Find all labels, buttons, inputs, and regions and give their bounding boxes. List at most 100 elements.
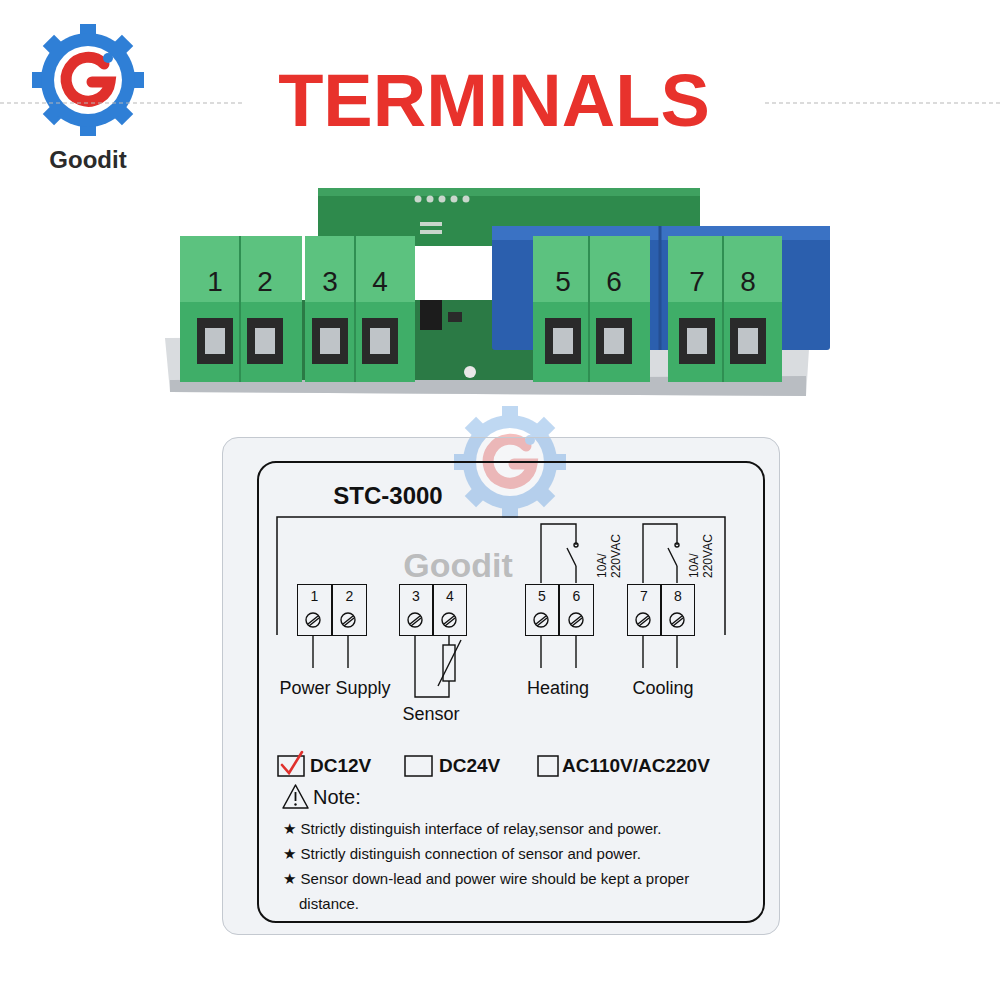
- relay-contact: [668, 548, 677, 566]
- terminal-block: [180, 236, 302, 382]
- pcb-photo: [451, 196, 458, 203]
- logo-wordmark: Goodit: [49, 146, 126, 174]
- terminal-cell: 4: [433, 584, 467, 636]
- terminal-number: 6: [573, 588, 581, 604]
- terminal-screw: [572, 618, 582, 626]
- pcb-photo: [659, 226, 662, 350]
- terminal-block: [722, 236, 724, 382]
- pcb-photo: [318, 188, 700, 196]
- pcb-photo: [464, 366, 476, 378]
- terminal-cell: 1: [297, 584, 332, 636]
- screw-head: [205, 328, 758, 354]
- checkbox: [278, 756, 558, 776]
- terminal-screw: [639, 618, 649, 626]
- terminal-cell: 2: [332, 584, 367, 636]
- screw-head: [553, 328, 573, 354]
- terminal-block: [239, 236, 241, 382]
- terminal-block: [533, 236, 650, 302]
- wire: [575, 635, 576, 668]
- terminal-block: [668, 236, 782, 382]
- wire: [312, 635, 313, 668]
- model-name: STC-3000: [333, 482, 442, 510]
- relay-contact: [567, 548, 576, 566]
- voltage-option: DC12V: [310, 755, 371, 777]
- screw-hole: [679, 318, 715, 364]
- terminal-screw: [673, 618, 683, 626]
- terminal-function: Heating: [527, 678, 589, 699]
- relay-contact: [675, 543, 679, 547]
- wiring-frame: [277, 517, 725, 635]
- voltage-option: DC24V: [439, 755, 500, 777]
- relay-contact: [567, 543, 679, 566]
- wire: [313, 524, 677, 697]
- terminal-number: 2: [257, 266, 273, 298]
- terminal-block: [305, 236, 415, 302]
- terminal-cell: 6: [559, 584, 594, 636]
- screw-hole: [362, 318, 398, 364]
- terminal-cell: 5: [525, 584, 559, 636]
- note-text: ★ Strictly distinguish interface of rela…: [283, 816, 744, 841]
- logo-gear: [32, 24, 144, 136]
- note-heading: Note:: [313, 786, 361, 809]
- terminal-number: 8: [740, 266, 756, 298]
- screw-head: [604, 328, 624, 354]
- terminal-screw: [306, 613, 320, 627]
- terminal-screw: [341, 613, 355, 627]
- warning-symbol: [294, 803, 296, 805]
- divider-line: [765, 102, 1000, 103]
- terminal-block: [180, 236, 782, 382]
- screw-hole: [596, 318, 632, 364]
- terminal-screw: [309, 618, 319, 626]
- check-mark: [282, 752, 302, 773]
- wire: [347, 635, 348, 668]
- terminal-number: 5: [538, 588, 546, 604]
- screw-head: [205, 328, 225, 354]
- voltage-option: AC110V/AC220V: [562, 755, 710, 777]
- page-title: TERMINALS: [278, 64, 710, 138]
- divider-line: [0, 102, 245, 103]
- terminal-number: 4: [446, 588, 454, 604]
- screw-head: [320, 328, 340, 354]
- pcb-photo: [463, 196, 470, 203]
- terminal-number: 7: [640, 588, 648, 604]
- terminal-number: 6: [606, 266, 622, 298]
- label-inner-frame: [258, 462, 764, 922]
- label-panel-fill: [222, 437, 780, 935]
- terminal-screw: [408, 613, 422, 627]
- terminal-function: Power Supply: [279, 678, 390, 699]
- terminal-function: Sensor: [402, 704, 459, 725]
- terminal-screw: [445, 618, 455, 626]
- relay-rating: 10A/ 220VAC: [595, 526, 623, 578]
- terminal-number: 7: [689, 266, 705, 298]
- warning-symbol: [283, 785, 308, 808]
- terminal-cell: 7: [627, 584, 661, 636]
- terminal-screw: [636, 613, 650, 627]
- checkbox: [538, 756, 558, 776]
- terminal-screw: [442, 613, 456, 627]
- pcb-photo: [439, 196, 446, 203]
- wire: [415, 635, 449, 697]
- pcb-photo: [420, 300, 442, 330]
- relay-rating: 10A/ 220VAC: [687, 526, 715, 578]
- terminal-number: 8: [674, 588, 682, 604]
- wire: [676, 566, 677, 583]
- pcb-photo: [415, 196, 422, 203]
- thermistor-symbol: [438, 640, 461, 686]
- screw-head: [687, 328, 707, 354]
- terminal-number: 3: [322, 266, 338, 298]
- terminal-number: 4: [372, 266, 388, 298]
- screw-head: [370, 328, 390, 354]
- terminal-screw: [670, 613, 684, 627]
- screw-hole: [197, 318, 766, 364]
- wire: [541, 524, 576, 583]
- terminal-block: [354, 236, 356, 382]
- terminal-screw: [534, 613, 548, 627]
- logo-gear: [32, 24, 144, 136]
- pcb-photo: [420, 222, 442, 226]
- terminal-number: 5: [555, 266, 571, 298]
- terminal-block: [533, 236, 650, 382]
- wire: [540, 635, 541, 668]
- screw-hole: [312, 318, 348, 364]
- terminal-screw: [411, 618, 421, 626]
